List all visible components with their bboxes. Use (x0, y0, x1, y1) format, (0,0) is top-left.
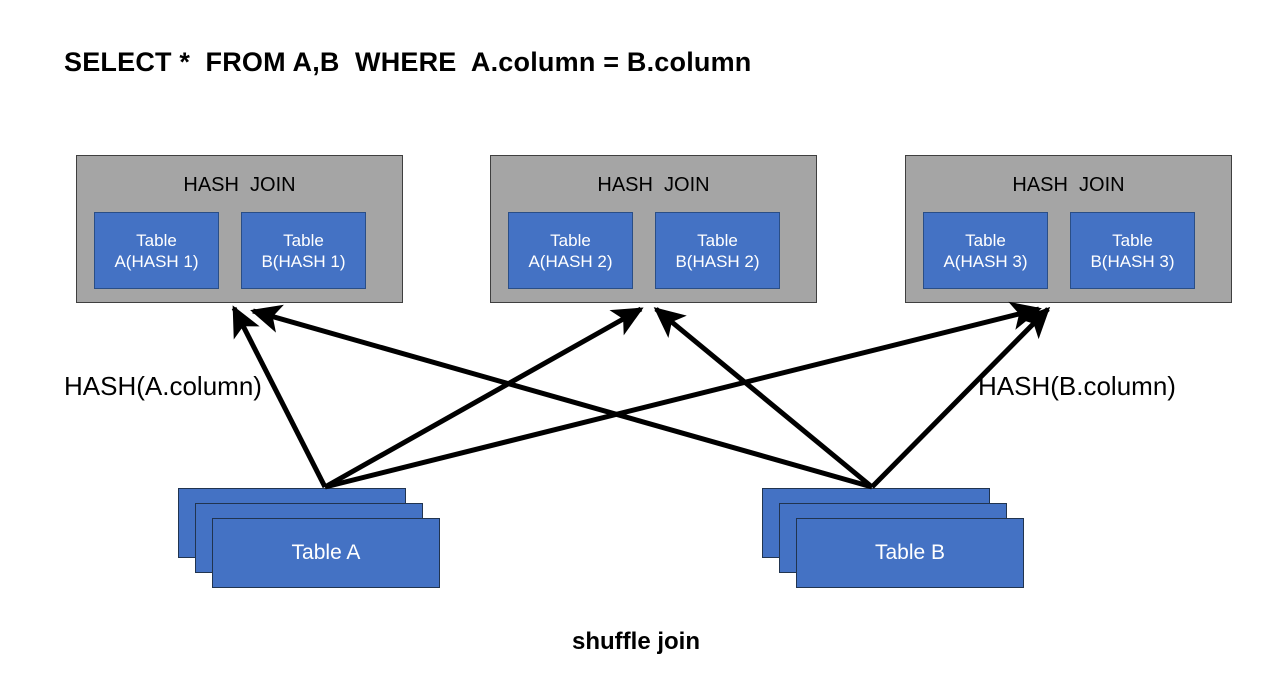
hash-join-group-2[interactable]: HASH JOIN Table A(HASH 2) Table B(HASH 2… (490, 155, 817, 303)
partition-table-b-hash-1[interactable]: Table B(HASH 1) (241, 212, 366, 289)
hash-label-b-column: HASH(B.column) (978, 371, 1176, 401)
partition-label-line1: Table (965, 230, 1006, 250)
hash-join-title-2: HASH JOIN (597, 174, 710, 196)
table-b-card-front[interactable]: Table B (796, 518, 1024, 588)
hash-join-title-1: HASH JOIN (183, 174, 296, 196)
partition-table-b-hash-3[interactable]: Table B(HASH 3) (1070, 212, 1195, 289)
partition-table-a-hash-2[interactable]: Table A(HASH 2) (508, 212, 633, 289)
sql-query-title: SELECT * FROM A,B WHERE A.column = B.col… (64, 47, 752, 77)
partition-label-line1: Table (550, 230, 591, 250)
partition-label-line2: A(HASH 3) (943, 251, 1028, 271)
partition-label-line2: B(HASH 2) (675, 251, 760, 271)
arrow-table-a-to-group-3 (324, 301, 1042, 490)
partition-table-b-hash-2[interactable]: Table B(HASH 2) (655, 212, 780, 289)
table-a-card-front[interactable]: Table A (212, 518, 440, 588)
partition-label-line1: Table (136, 230, 177, 250)
hash-join-title-3: HASH JOIN (1012, 174, 1125, 196)
arrow-table-a-to-group-2 (323, 306, 644, 490)
table-a-label: Table A (291, 541, 361, 564)
partition-label-line1: Table (283, 230, 324, 250)
arrow-table-b-to-group-1 (250, 304, 873, 490)
diagram-caption: shuffle join (572, 628, 700, 655)
partition-label-line2: A(HASH 2) (528, 251, 613, 271)
hash-join-group-1[interactable]: HASH JOIN Table A(HASH 1) Table B(HASH 1… (76, 155, 403, 303)
partition-table-a-hash-3[interactable]: Table A(HASH 3) (923, 212, 1048, 289)
partition-label-line1: Table (697, 230, 738, 250)
partition-label-line2: B(HASH 1) (261, 251, 346, 271)
table-b-label: Table B (874, 541, 946, 564)
arrow-table-b-to-group-2 (653, 307, 874, 489)
hash-label-a-column: HASH(A.column) (64, 371, 262, 401)
partition-label-line2: A(HASH 1) (114, 251, 199, 271)
partition-label-line1: Table (1112, 230, 1153, 250)
hash-join-group-3[interactable]: HASH JOIN Table A(HASH 3) Table B(HASH 3… (905, 155, 1232, 303)
partition-label-line2: B(HASH 3) (1090, 251, 1175, 271)
partition-table-a-hash-1[interactable]: Table A(HASH 1) (94, 212, 219, 289)
